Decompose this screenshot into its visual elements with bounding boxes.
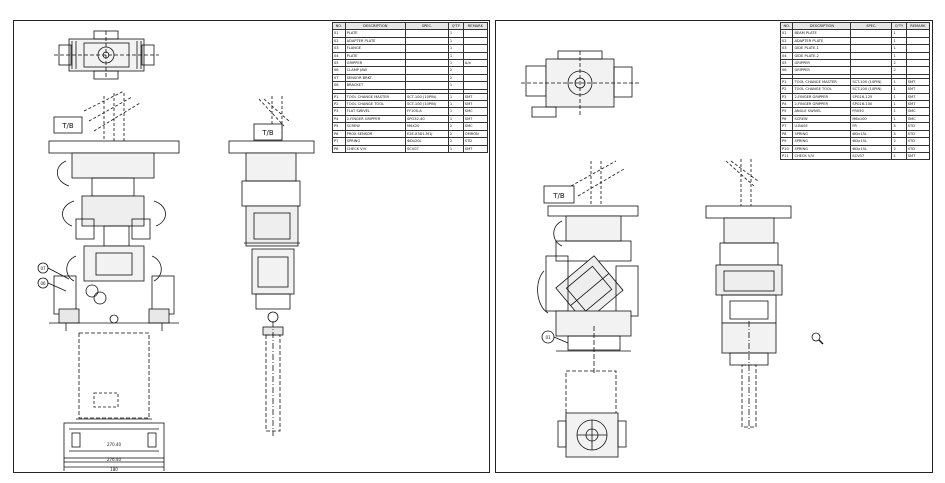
side-view-assembly xyxy=(228,96,315,436)
bom-cell: P10 xyxy=(779,144,794,153)
bom-cell: 2-FINGER GRIPPER xyxy=(344,114,406,124)
tb-label-front: T/B xyxy=(53,116,83,134)
balloon-06: 06 xyxy=(40,281,46,286)
bom-cell: 02 xyxy=(779,36,794,46)
bom-cell: OMRON xyxy=(462,129,489,139)
tb-label-side: T/B xyxy=(253,123,283,141)
bom-cell: 1 xyxy=(891,36,907,46)
bom-header-cell: DESCRIPTION xyxy=(344,21,406,31)
bom-cell: PLATE xyxy=(344,51,406,61)
bom-header-cell: REMARK xyxy=(905,21,931,31)
bom-cell: 2 xyxy=(891,66,907,75)
bom-cell: FLANGE xyxy=(344,44,406,53)
bom-cell xyxy=(905,44,931,53)
assembly-drawing-right: T/B 01 xyxy=(521,50,824,458)
front-view-assembly xyxy=(537,160,639,458)
bom-cell: TOOL CHANGE TOOL xyxy=(344,100,406,109)
bom-cell: 01 xyxy=(779,29,794,38)
dim-bottom: 180 xyxy=(110,467,118,472)
svg-text:T/B: T/B xyxy=(261,129,274,137)
bom-cell: 1 xyxy=(891,44,907,53)
balloon-07: 07 xyxy=(40,266,46,271)
svg-text:T/B: T/B xyxy=(552,192,565,200)
zoom-cursor-icon xyxy=(811,332,824,345)
dim-base-width: 270.40 xyxy=(107,442,121,447)
dim-overall-width: 276.40 xyxy=(107,457,121,462)
bom-cell xyxy=(905,29,931,38)
bom-cell: SMT xyxy=(462,144,489,153)
top-view-gripper xyxy=(54,30,159,80)
bom-cell: 04 xyxy=(779,51,794,61)
bom-cell xyxy=(462,36,489,46)
bom-cell: P11 xyxy=(779,151,794,161)
bom-cell: SCT-100 (10PIN) xyxy=(404,100,449,109)
tb-label-front: T/B xyxy=(543,185,575,204)
bom-cell xyxy=(905,66,931,75)
bom-cell: CHECK V/V xyxy=(344,144,406,153)
bom-header-cell: SPEC. xyxy=(404,21,449,31)
side-view-assembly xyxy=(705,159,792,431)
bom-cell xyxy=(462,44,489,53)
bom-cell: PLATE xyxy=(344,29,406,38)
bom-cell: BRACKET xyxy=(344,81,406,90)
bom-cell xyxy=(404,51,449,61)
bom-cell: E2E-X3D1-M1J xyxy=(404,129,449,139)
bom-cell xyxy=(462,51,489,61)
bom-cell xyxy=(404,81,449,90)
bom-header-cell: NO. xyxy=(779,21,794,31)
bom-cell: SCV07 xyxy=(404,144,449,153)
assembly-drawing-left: T/B T/B 07 06 270.40 276.40 180 xyxy=(37,30,315,472)
bom-cell: 1 xyxy=(891,51,907,61)
bom-cell: ADAPTER PLATE xyxy=(344,36,406,46)
bom-cell xyxy=(462,29,489,38)
bom-header-cell: Q'TY xyxy=(891,21,907,31)
bom-header-cell: REMARK xyxy=(462,21,489,31)
bom-cell xyxy=(404,36,449,46)
svg-text:T/B: T/B xyxy=(61,122,74,130)
balloon-01: 01 xyxy=(545,335,551,340)
bom-cell: SCT-100 (10PIN) xyxy=(404,92,449,102)
bom-cell xyxy=(905,36,931,46)
top-view-gripper xyxy=(521,50,641,118)
bom-cell: SMT xyxy=(905,151,931,161)
bom-cell xyxy=(404,29,449,38)
bom-cell: 06 xyxy=(779,66,794,75)
bom-cell xyxy=(905,51,931,61)
bom-cell xyxy=(404,44,449,53)
bom-cell: 1 xyxy=(891,151,907,161)
bom-cell: TOOL CHANGE MASTER xyxy=(344,92,406,102)
bom-cell: 1 xyxy=(891,29,907,38)
bom-cell: 03 xyxy=(779,44,794,53)
bom-cell xyxy=(462,81,489,90)
front-view-assembly xyxy=(37,90,180,471)
